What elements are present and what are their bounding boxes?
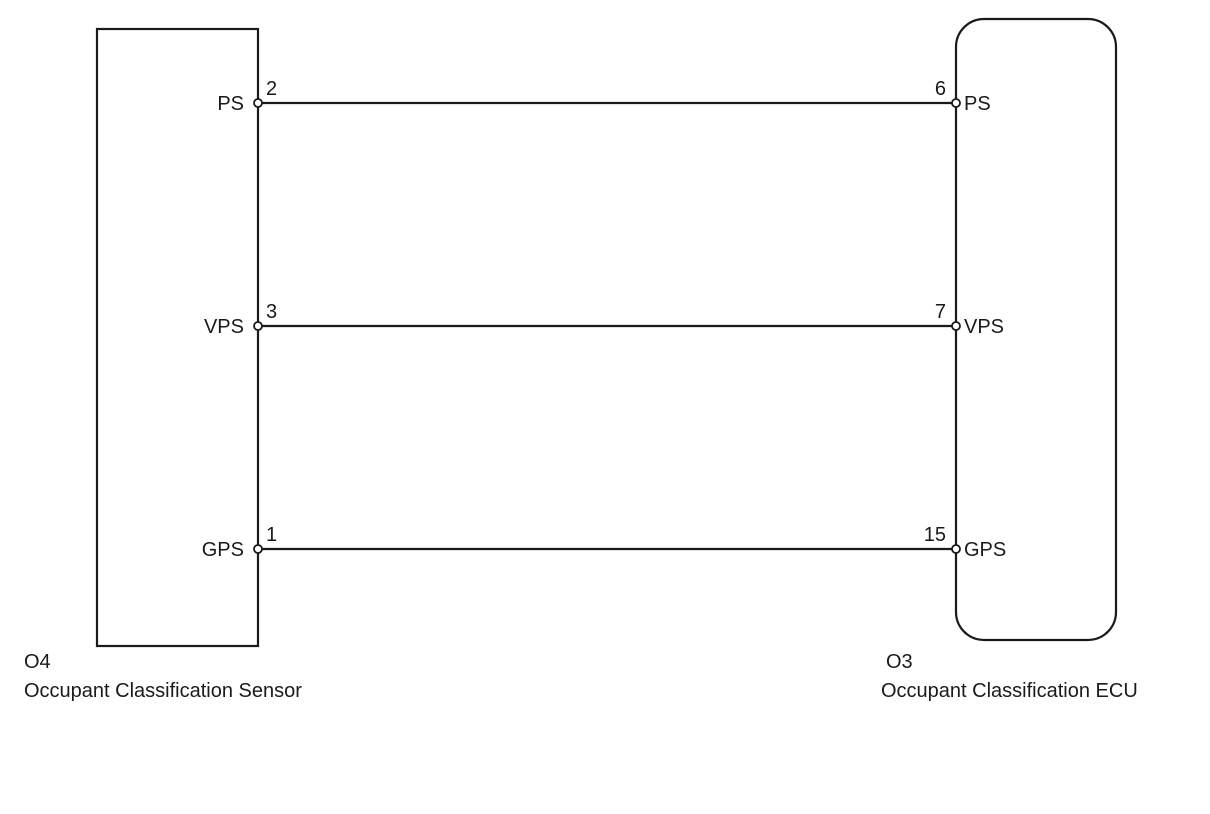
terminal-right-gps [951,544,961,554]
right-pin-label-ps: PS [964,93,991,115]
right-pin-number-ps: 6 [935,78,946,100]
left-pin-label-gps: GPS [202,539,244,561]
sensor-code: O4 [24,651,51,673]
wire-gps: GPS 1 15 GPS [202,524,1007,561]
left-pin-label-ps: PS [217,93,244,115]
terminal-left-ps [253,98,263,108]
terminal-right-vps [951,321,961,331]
right-pin-label-vps: VPS [964,316,1004,338]
ecu-code: O3 [886,651,913,673]
right-pin-number-gps: 15 [924,524,946,546]
wire-ps: PS 2 6 PS [217,78,990,115]
wire-vps: VPS 3 7 VPS [204,301,1004,338]
right-pin-label-gps: GPS [964,539,1006,561]
terminal-left-gps [253,544,263,554]
left-pin-number-ps: 2 [266,78,277,100]
ecu-name: Occupant Classification ECU [881,680,1138,702]
right-pin-number-vps: 7 [935,301,946,323]
sensor-box [95,27,260,648]
left-pin-number-vps: 3 [266,301,277,323]
terminal-left-vps [253,321,263,331]
terminal-right-ps [951,98,961,108]
left-pin-label-vps: VPS [204,316,244,338]
left-pin-number-gps: 1 [266,524,277,546]
sensor-name: Occupant Classification Sensor [24,680,302,702]
